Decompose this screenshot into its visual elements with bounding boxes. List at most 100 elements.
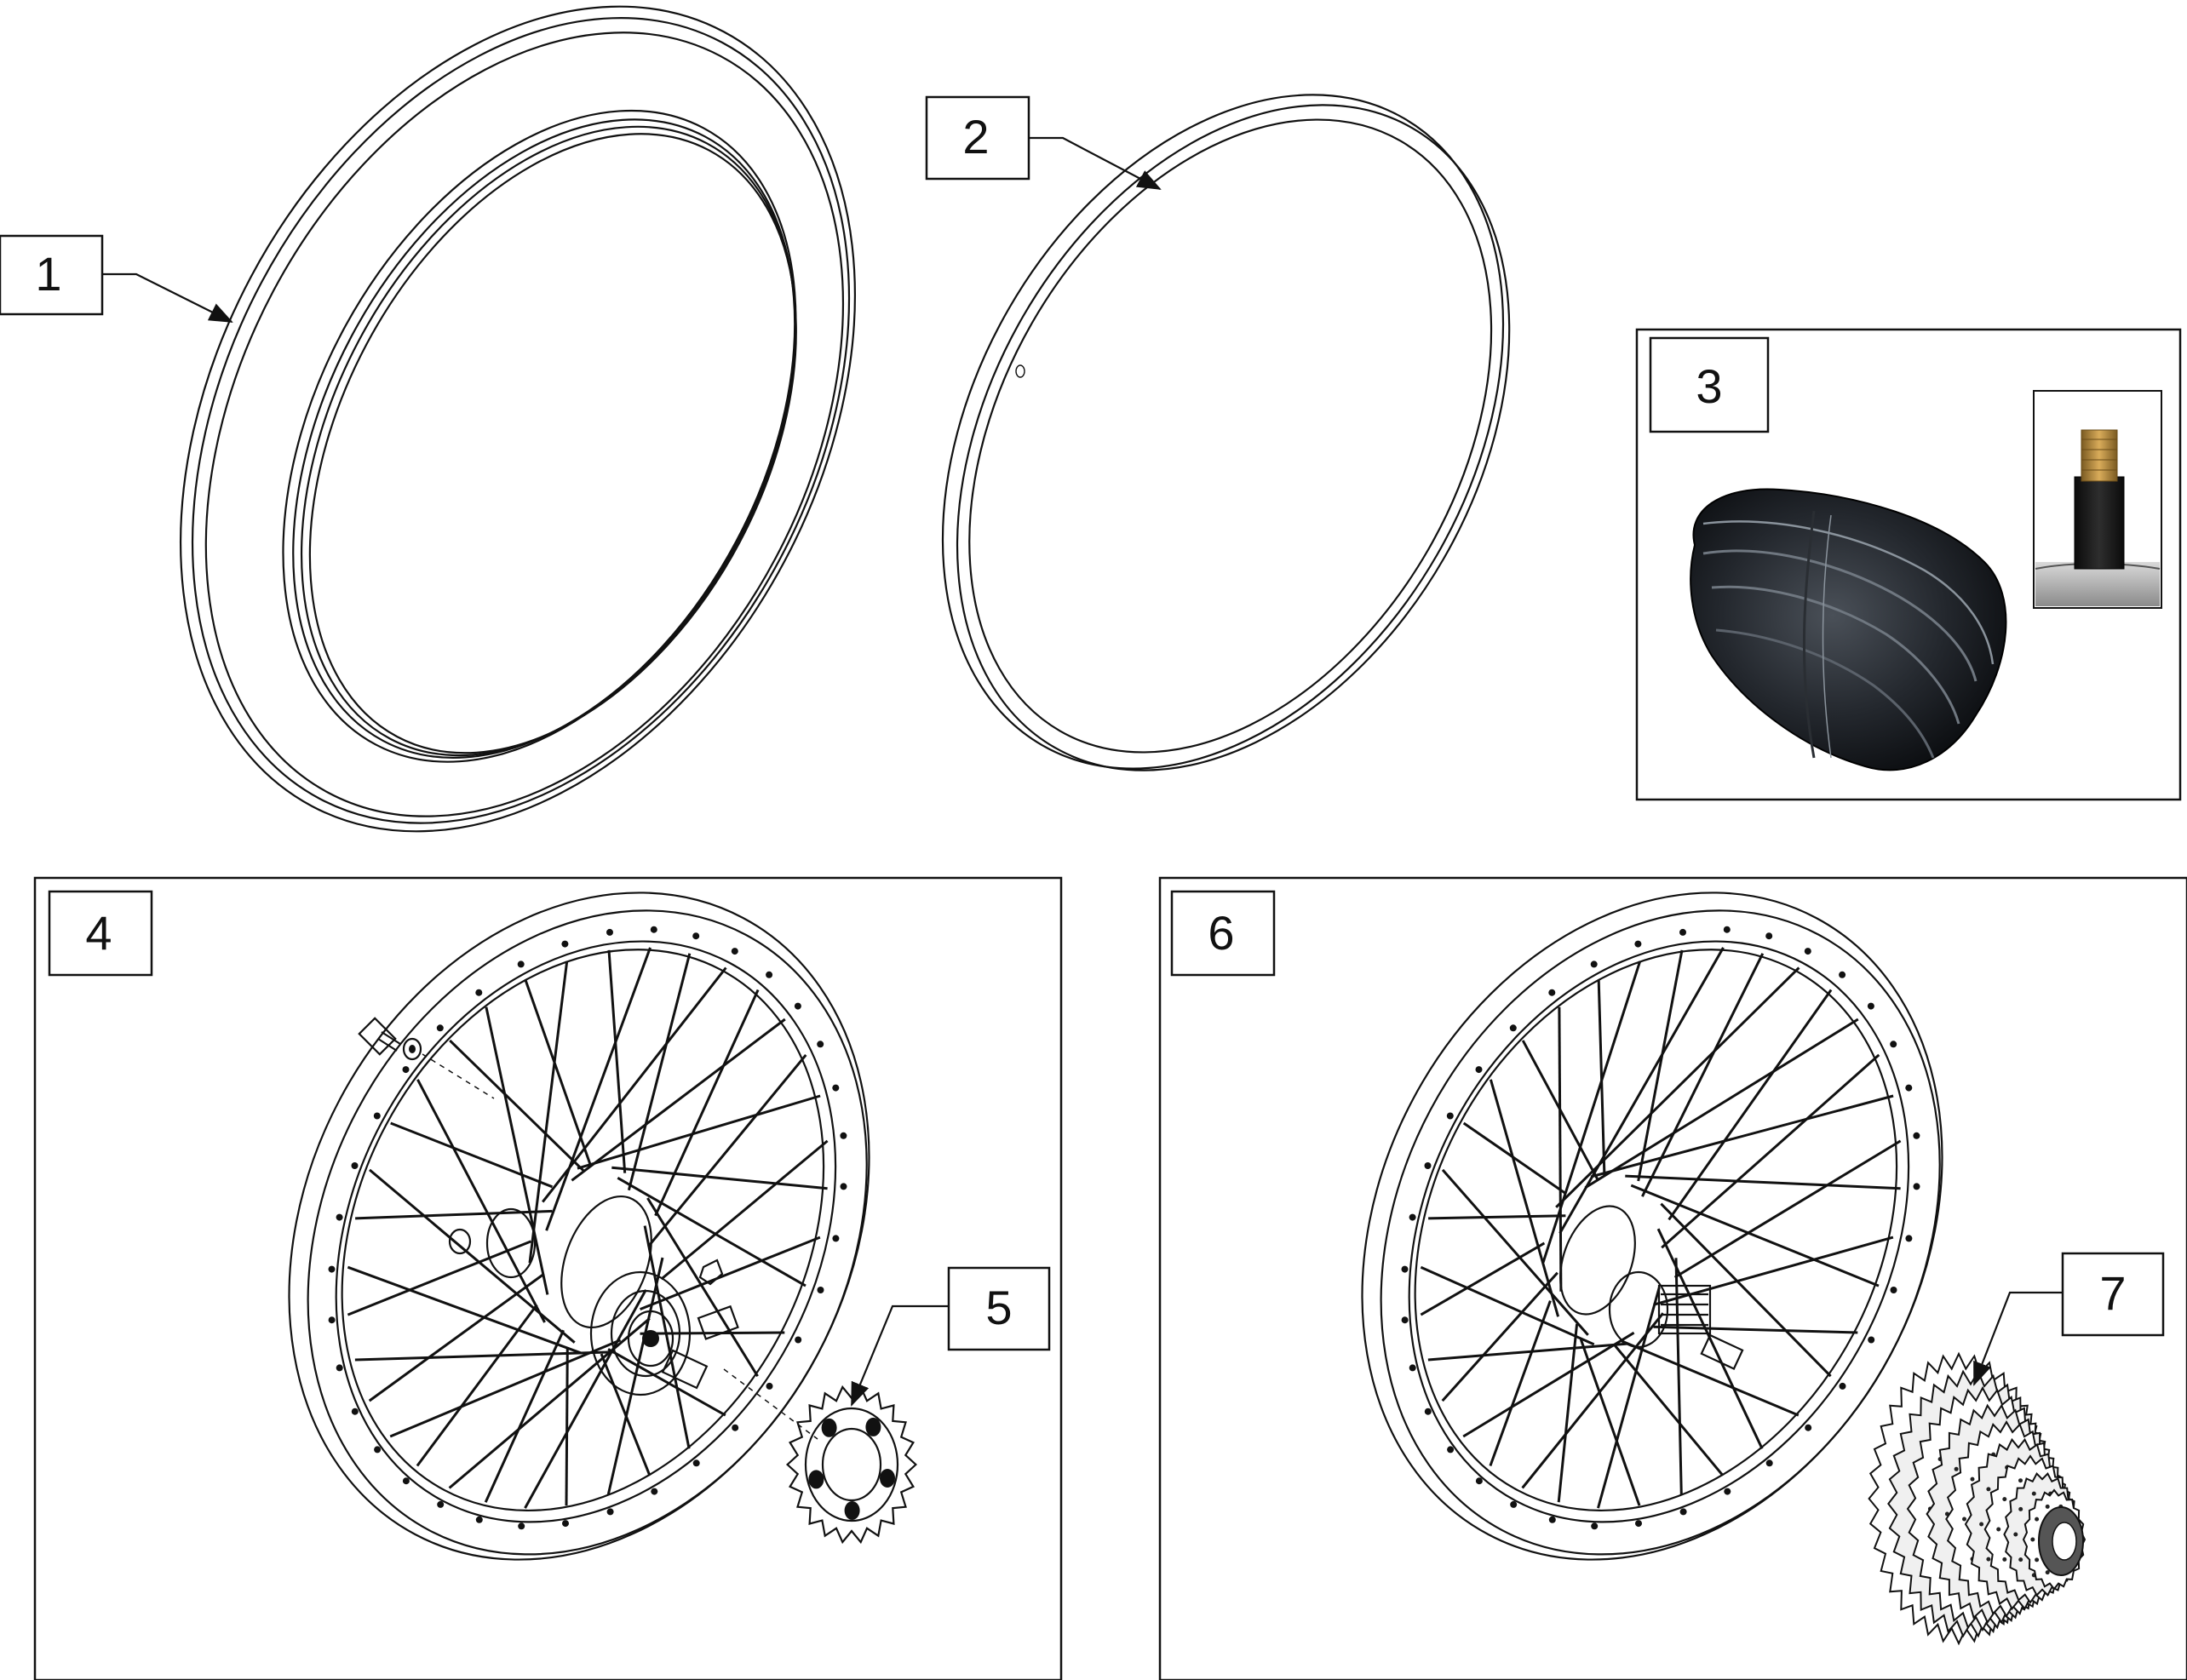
rim-strip-icon — [941, 94, 1511, 771]
spoke — [1420, 1265, 1595, 1346]
spoke-nipple — [1913, 1132, 1920, 1139]
callout-5: 5 — [850, 1266, 1051, 1407]
spoke — [611, 1166, 828, 1190]
spoke-nipple — [766, 971, 773, 978]
valve-hole-icon — [1015, 364, 1025, 378]
spoke — [449, 1039, 585, 1173]
spoke-nipple — [794, 1002, 801, 1010]
callout-7-label: 7 — [2099, 1266, 2126, 1320]
spoke — [660, 1139, 829, 1281]
spoke-nipple — [436, 1024, 444, 1032]
spoke — [565, 1347, 569, 1506]
spoke — [1420, 1241, 1546, 1316]
spoke-nipple — [832, 1235, 840, 1242]
spoke — [1462, 1121, 1567, 1195]
spoke — [1613, 1345, 1724, 1476]
callout-1-label: 1 — [35, 247, 61, 301]
spoke — [1428, 1214, 1566, 1220]
spoke — [485, 1006, 549, 1295]
spoke — [1661, 1053, 1880, 1249]
spoke-nipple — [1409, 1213, 1416, 1221]
spoke-nipple — [732, 1424, 739, 1431]
spoke — [1521, 1312, 1664, 1489]
spoke — [347, 1265, 582, 1355]
spoke — [1555, 966, 1800, 1208]
spoke-nipple — [731, 948, 738, 955]
spoke — [1541, 960, 1642, 1264]
spoke — [484, 1329, 565, 1503]
spoke-nipple — [1765, 932, 1773, 940]
spoke — [640, 1236, 821, 1310]
spoke-nipple — [374, 1446, 382, 1454]
spoke-nipple — [328, 1316, 336, 1324]
cassette-icon — [1868, 1351, 2087, 1646]
spoke-nipple — [1424, 1162, 1432, 1169]
callout-6-label: 6 — [1208, 906, 1234, 960]
spoke-nipple — [606, 928, 613, 936]
bolt-icon — [358, 1017, 495, 1099]
spoke-nipple — [336, 1213, 343, 1221]
spoke — [1625, 1174, 1901, 1190]
spoke-group-6 — [1401, 926, 1920, 1530]
spoke — [607, 949, 627, 1173]
spoke-nipple — [402, 1477, 410, 1485]
spoke-nipple — [1475, 1477, 1483, 1485]
spoke — [1427, 1342, 1629, 1362]
spoke — [347, 1240, 531, 1316]
spoke-nipple — [1724, 1488, 1731, 1495]
spoke-nipple — [1890, 1041, 1897, 1048]
spoke — [1660, 1202, 1832, 1378]
spoke-nipple — [1890, 1287, 1897, 1293]
spoke — [571, 1018, 786, 1182]
spoke-nipple — [1679, 928, 1686, 936]
spoke — [1558, 1006, 1563, 1292]
callout-5-label: 5 — [985, 1281, 1012, 1334]
spoke-nipple — [1905, 1235, 1913, 1242]
callout-1: 1 — [0, 234, 233, 323]
spoke-nipple — [1839, 1382, 1846, 1390]
spoke-nipple — [518, 1522, 525, 1530]
spoke — [389, 1339, 622, 1438]
spoke-nipple — [1446, 1112, 1454, 1120]
spoke-nipple — [1905, 1084, 1913, 1092]
spoke-nipple — [650, 926, 657, 933]
spoke — [1637, 949, 1684, 1182]
spoke-nipple — [692, 932, 700, 940]
spoke — [606, 1257, 664, 1495]
spoke — [1597, 1287, 1661, 1509]
spoke — [1641, 953, 1765, 1197]
spoke — [646, 1197, 759, 1377]
spoke-nipple — [1839, 971, 1846, 978]
spoke — [654, 989, 760, 1217]
callout-7: 7 — [1972, 1252, 2165, 1386]
spoke — [1557, 1323, 1579, 1503]
spoke — [647, 1053, 807, 1247]
spoke — [542, 966, 727, 1203]
spoke-nipple — [1765, 1459, 1773, 1467]
rear-wheel-single-speed-icon — [288, 892, 870, 1561]
spoke-nipple — [840, 1132, 847, 1139]
spoke-nipple — [561, 940, 569, 948]
spoke — [1462, 1331, 1635, 1438]
spoke — [627, 953, 692, 1191]
spoke-nipple — [1867, 1002, 1874, 1010]
spoke — [607, 1348, 726, 1417]
spoke — [617, 1176, 806, 1287]
spoke — [1668, 989, 1833, 1221]
spoke — [416, 1304, 538, 1467]
spoke-nipple — [1401, 1316, 1409, 1324]
spoke — [369, 1168, 576, 1344]
nut-icon — [698, 1259, 724, 1286]
inner-tube-icon — [1690, 488, 2007, 771]
spoke-nipple — [1447, 1446, 1455, 1454]
spoke-nipple — [373, 1112, 381, 1120]
spoke — [1653, 1325, 1858, 1334]
spoke-nipple — [437, 1500, 445, 1508]
spoke — [545, 947, 652, 1231]
callout-4-label: 4 — [85, 906, 112, 960]
inner-tube-panel: 3 — [1635, 328, 2182, 801]
spoke — [1579, 1339, 1641, 1506]
spoke-nipple — [692, 1459, 700, 1467]
spoke-nipple — [336, 1364, 343, 1372]
